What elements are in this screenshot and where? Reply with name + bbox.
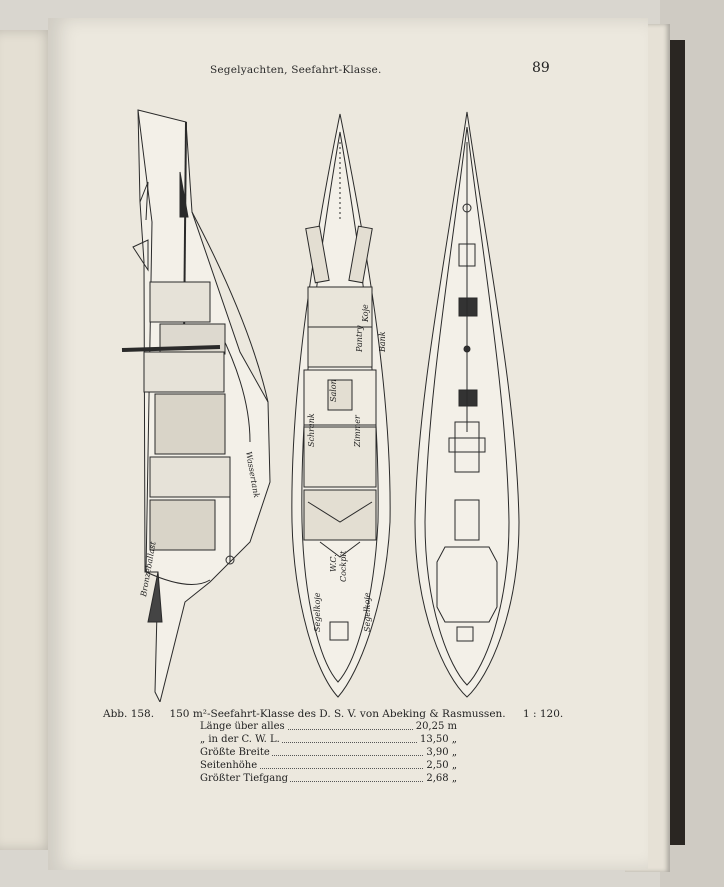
label-salon: Salon xyxy=(329,379,338,402)
spec-row: Größte Breite 3,90 „ xyxy=(200,746,465,759)
figure-scale: 1 : 120. xyxy=(522,708,564,720)
label-schrank: Schrank xyxy=(307,413,316,447)
spec-label: Größte Breite xyxy=(200,746,272,759)
spec-label: „ in der C. W. L. xyxy=(200,733,282,746)
spec-row: Seitenhöhe 2,50 „ xyxy=(200,759,465,772)
label-cockpit: Cockpit xyxy=(339,550,348,582)
spec-value: 3,90 „ xyxy=(424,746,457,759)
spec-value: 20,25 m xyxy=(413,720,457,733)
running-head: Segelyachten, Seefahrt-Klasse. xyxy=(210,64,382,76)
left-page xyxy=(0,30,55,850)
label-wc: W.C. xyxy=(329,554,338,572)
spec-row: „ in der C. W. L. 13,50 „ xyxy=(200,733,465,746)
figure-caption: Abb. 158. 150 m²-Seefahrt-Klasse des D. … xyxy=(103,708,563,720)
spec-label: Seitenhöhe xyxy=(200,759,260,772)
spec-value: 2,68 „ xyxy=(424,772,457,785)
spec-value: 2,50 „ xyxy=(424,759,457,772)
page-number: 89 xyxy=(532,60,550,76)
spec-row: Länge über alles 20,25 m xyxy=(200,720,465,733)
spec-label: Länge über alles xyxy=(200,720,287,733)
figure-number: Abb. 158. xyxy=(103,708,155,720)
label-zimmer: Zimmer xyxy=(353,414,362,448)
label-koje: Koje xyxy=(361,304,370,323)
figure-title: 150 m²-Seefahrt-Klasse des D. S. V. von … xyxy=(169,708,506,720)
label-bank: Bank xyxy=(378,331,387,353)
label-segelkoje-1: Segelkoje xyxy=(313,592,322,632)
yacht-plan-drawing: Bronzeballast Wassertank Salon Pantry Zi… xyxy=(121,109,520,702)
label-pantry: Pantry xyxy=(355,325,364,353)
interior-plan xyxy=(291,113,391,698)
side-elevation xyxy=(121,109,271,702)
deck-plan xyxy=(414,111,520,698)
label-segelkoje-2: Segelkoje xyxy=(363,592,372,632)
spec-value: 13,50 „ xyxy=(418,733,457,746)
spec-table: Länge über alles 20,25 m „ in der C. W. … xyxy=(200,720,465,785)
spec-label: Größter Tiefgang xyxy=(200,772,291,785)
spec-row: Größter Tiefgang 2,68 „ xyxy=(200,772,465,785)
